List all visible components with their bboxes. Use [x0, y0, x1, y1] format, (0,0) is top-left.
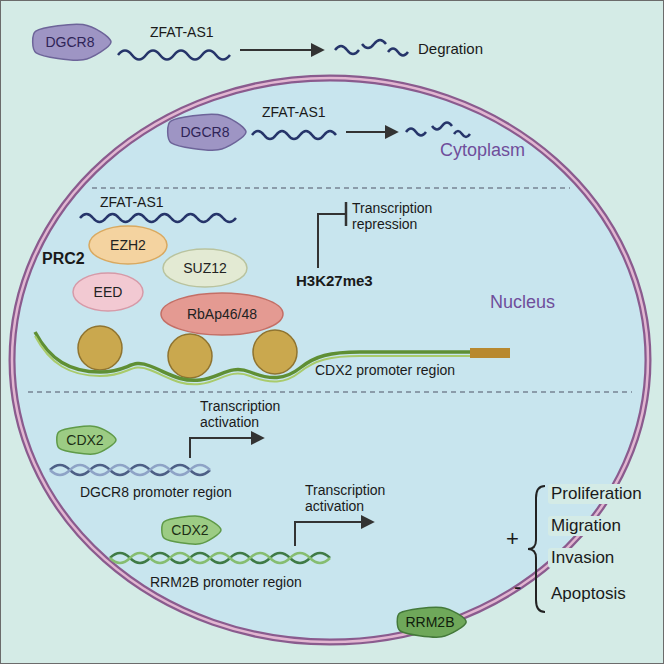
degradation-arrow [346, 131, 396, 133]
blob-shape [57, 426, 116, 454]
rna-strand [118, 51, 230, 60]
rna-fragment [388, 49, 408, 56]
effect-sign: + [506, 526, 519, 551]
nucleosome [168, 334, 212, 378]
process-label: Transcription activation [305, 482, 405, 514]
rna-label: ZFAT-AS1 [100, 194, 164, 210]
node-label: RRM2B [405, 614, 454, 631]
compartment-label: Cytoplasm [440, 140, 525, 161]
blob-shape [33, 24, 111, 60]
prc2-subunit: RbAp46/48 [160, 292, 284, 336]
dna-helix [110, 553, 330, 563]
inhibition-line [318, 214, 346, 268]
rna-label: ZFAT-AS1 [262, 104, 326, 120]
protein-blob: CDX2 [155, 512, 225, 548]
inhibition-bar [345, 202, 348, 226]
cell-membrane [12, 78, 648, 642]
node-label: EZH2 [110, 237, 146, 254]
protein-blob: DGCR8 [160, 110, 250, 154]
region-label: CDX2 promoter region [315, 362, 455, 378]
rna-strand [252, 131, 336, 139]
rna-strand [80, 214, 236, 222]
region-label: DGCR8 promoter region [80, 484, 232, 500]
protein-blob: RRM2B [390, 603, 470, 641]
activation-arrow [295, 522, 372, 546]
ellipse-shape [73, 273, 143, 311]
dna-ribbon [35, 336, 470, 384]
process-label: Degration [418, 40, 483, 57]
compartment-divider [28, 391, 632, 392]
node-label: DGCR8 [45, 34, 94, 51]
outcome-label: Apoptosis [548, 584, 629, 604]
prc2-subunit: EZH2 [88, 225, 168, 265]
rna-fragment [406, 129, 426, 136]
rna-fragment [432, 123, 452, 130]
ellipse-shape [161, 293, 283, 335]
rna-fragment [454, 131, 470, 137]
compartment-label: Nucleus [490, 292, 555, 313]
node-label: CDX2 [171, 522, 208, 539]
node-label: CDX2 [66, 432, 103, 449]
rna-fragment [362, 40, 386, 48]
dna-helix [110, 553, 330, 563]
complex-label: PRC2 [42, 250, 85, 268]
activation-arrow [190, 438, 262, 458]
ellipse-shape [163, 249, 247, 287]
node-label: EED [94, 284, 123, 301]
dna-helix [50, 465, 210, 475]
node-label: RbAp46/48 [187, 306, 257, 323]
degradation-arrow [240, 49, 322, 51]
compartment-divider [92, 187, 570, 188]
protein-blob: DGCR8 [25, 20, 115, 64]
prc2-subunit: SUZ12 [162, 248, 248, 288]
rna-fragment [335, 46, 359, 54]
process-label: Transcription activation [200, 398, 300, 430]
node-label: SUZ12 [183, 260, 227, 277]
cell-membrane-inner [12, 78, 648, 642]
promoter-box [470, 348, 510, 358]
blob-shape [162, 516, 221, 544]
outcome-label: Invasion [548, 548, 617, 568]
outcome-label: Migration [548, 516, 624, 536]
blob-shape [397, 607, 466, 637]
blob-shape [168, 114, 246, 150]
rna-label: ZFAT-AS1 [150, 24, 214, 40]
node-label: DGCR8 [180, 124, 229, 141]
nucleosome [253, 330, 297, 374]
protein-blob: CDX2 [50, 422, 120, 458]
histone-mark: H3K27me3 [296, 272, 373, 289]
region-label: RRM2B promoter region [150, 574, 302, 590]
ellipse-shape [89, 226, 167, 264]
process-label: Transcription repression [352, 200, 452, 232]
nucleosome [78, 326, 122, 370]
outcome-label: Proliferation [548, 484, 645, 504]
prc2-subunit: EED [72, 272, 144, 312]
effect-sign: - [514, 574, 521, 599]
brace [528, 486, 545, 612]
dna-helix [50, 465, 210, 475]
